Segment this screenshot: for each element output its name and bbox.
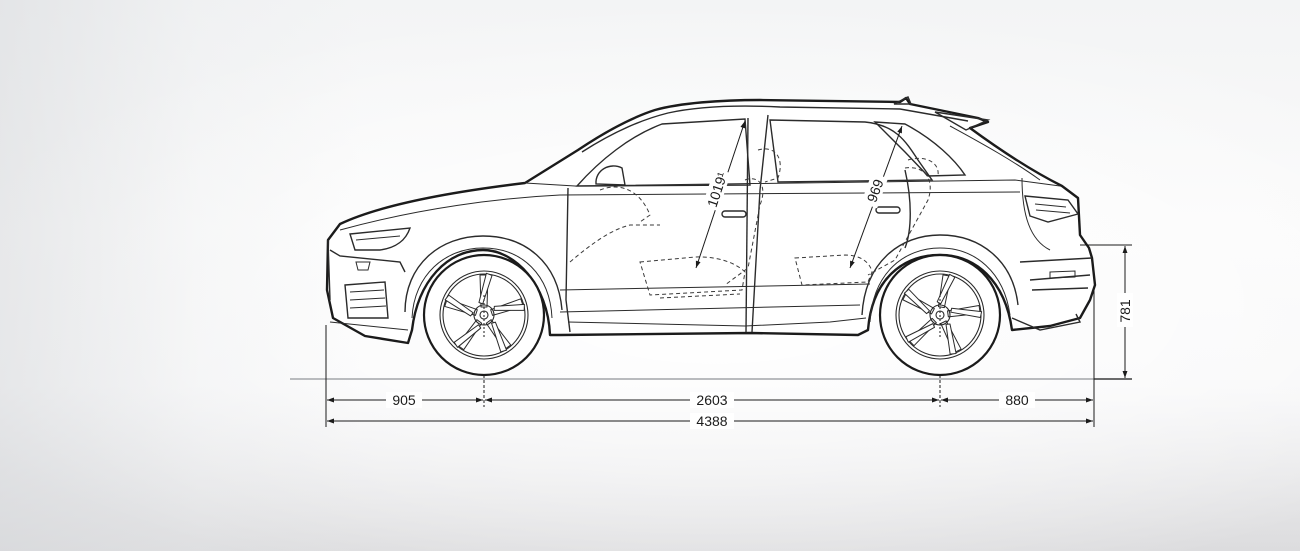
rear-wheel-spokes [902,273,983,355]
front-splitter [329,321,409,331]
front-bumper [329,249,406,273]
rear-overhang-label-bg [999,392,1035,408]
taillight [1024,195,1080,223]
rear-overhang-label: 880 [1005,392,1029,408]
side-mirror [595,165,626,186]
rear-wheel-arch-inner [869,247,1011,323]
rear-diffuser [1011,313,1082,331]
roof-rail [581,105,969,153]
headlight-drl [355,235,401,241]
front-seat-rail [659,293,741,299]
wheelbase-label: 2603 [696,392,727,408]
rear-reflector [1049,270,1076,279]
front-wheel-spokes [444,272,525,353]
quarter-window [873,121,967,177]
overall-length-label: 4388 [696,413,727,429]
taillight-inner [1034,203,1071,214]
front-air-intake [344,281,389,319]
rear-height-label-bg [1117,293,1133,327]
front-seat-back [724,178,764,286]
rear-window [769,119,934,183]
front-wheel-arch [404,235,563,313]
front-air-intake-fins [349,289,387,309]
dashboard [569,224,660,263]
rear-height-label: 781 [1117,299,1133,323]
shoulder-line [339,191,1021,231]
front-door-edge [565,187,571,333]
rear-headroom-label: 969 [864,177,887,205]
b-pillar-edge [745,117,749,333]
front-wheel-arch-inner [411,247,553,319]
wheelbase-label-bg [690,392,734,408]
b-pillar-edge-2 [751,114,769,333]
front-overhang-label-bg [386,392,422,408]
rear-headroom-label-bg [861,172,889,209]
roof-spoiler [934,111,991,131]
rear-wheel-arch [861,234,1019,316]
rear-headrest [907,157,939,177]
front-window [575,118,751,187]
front-headrest [757,148,781,183]
front-overhang-label: 905 [392,392,416,408]
rear-hatch-line [1021,177,1051,251]
headlight [349,227,412,251]
front-grille-edge [327,239,331,301]
front-headroom-label-bg [702,167,731,212]
side-sill [559,304,861,313]
rear-door-edge [904,169,911,249]
rear-glass [949,125,1041,181]
front-fog-lamp [355,261,371,271]
rear-seat-back [867,167,931,276]
beltline [524,179,1061,187]
lower-character-line [559,283,871,291]
roof-antenna [893,96,913,105]
side-sill-lower [567,317,867,327]
overall-length-label-bg [690,413,734,429]
